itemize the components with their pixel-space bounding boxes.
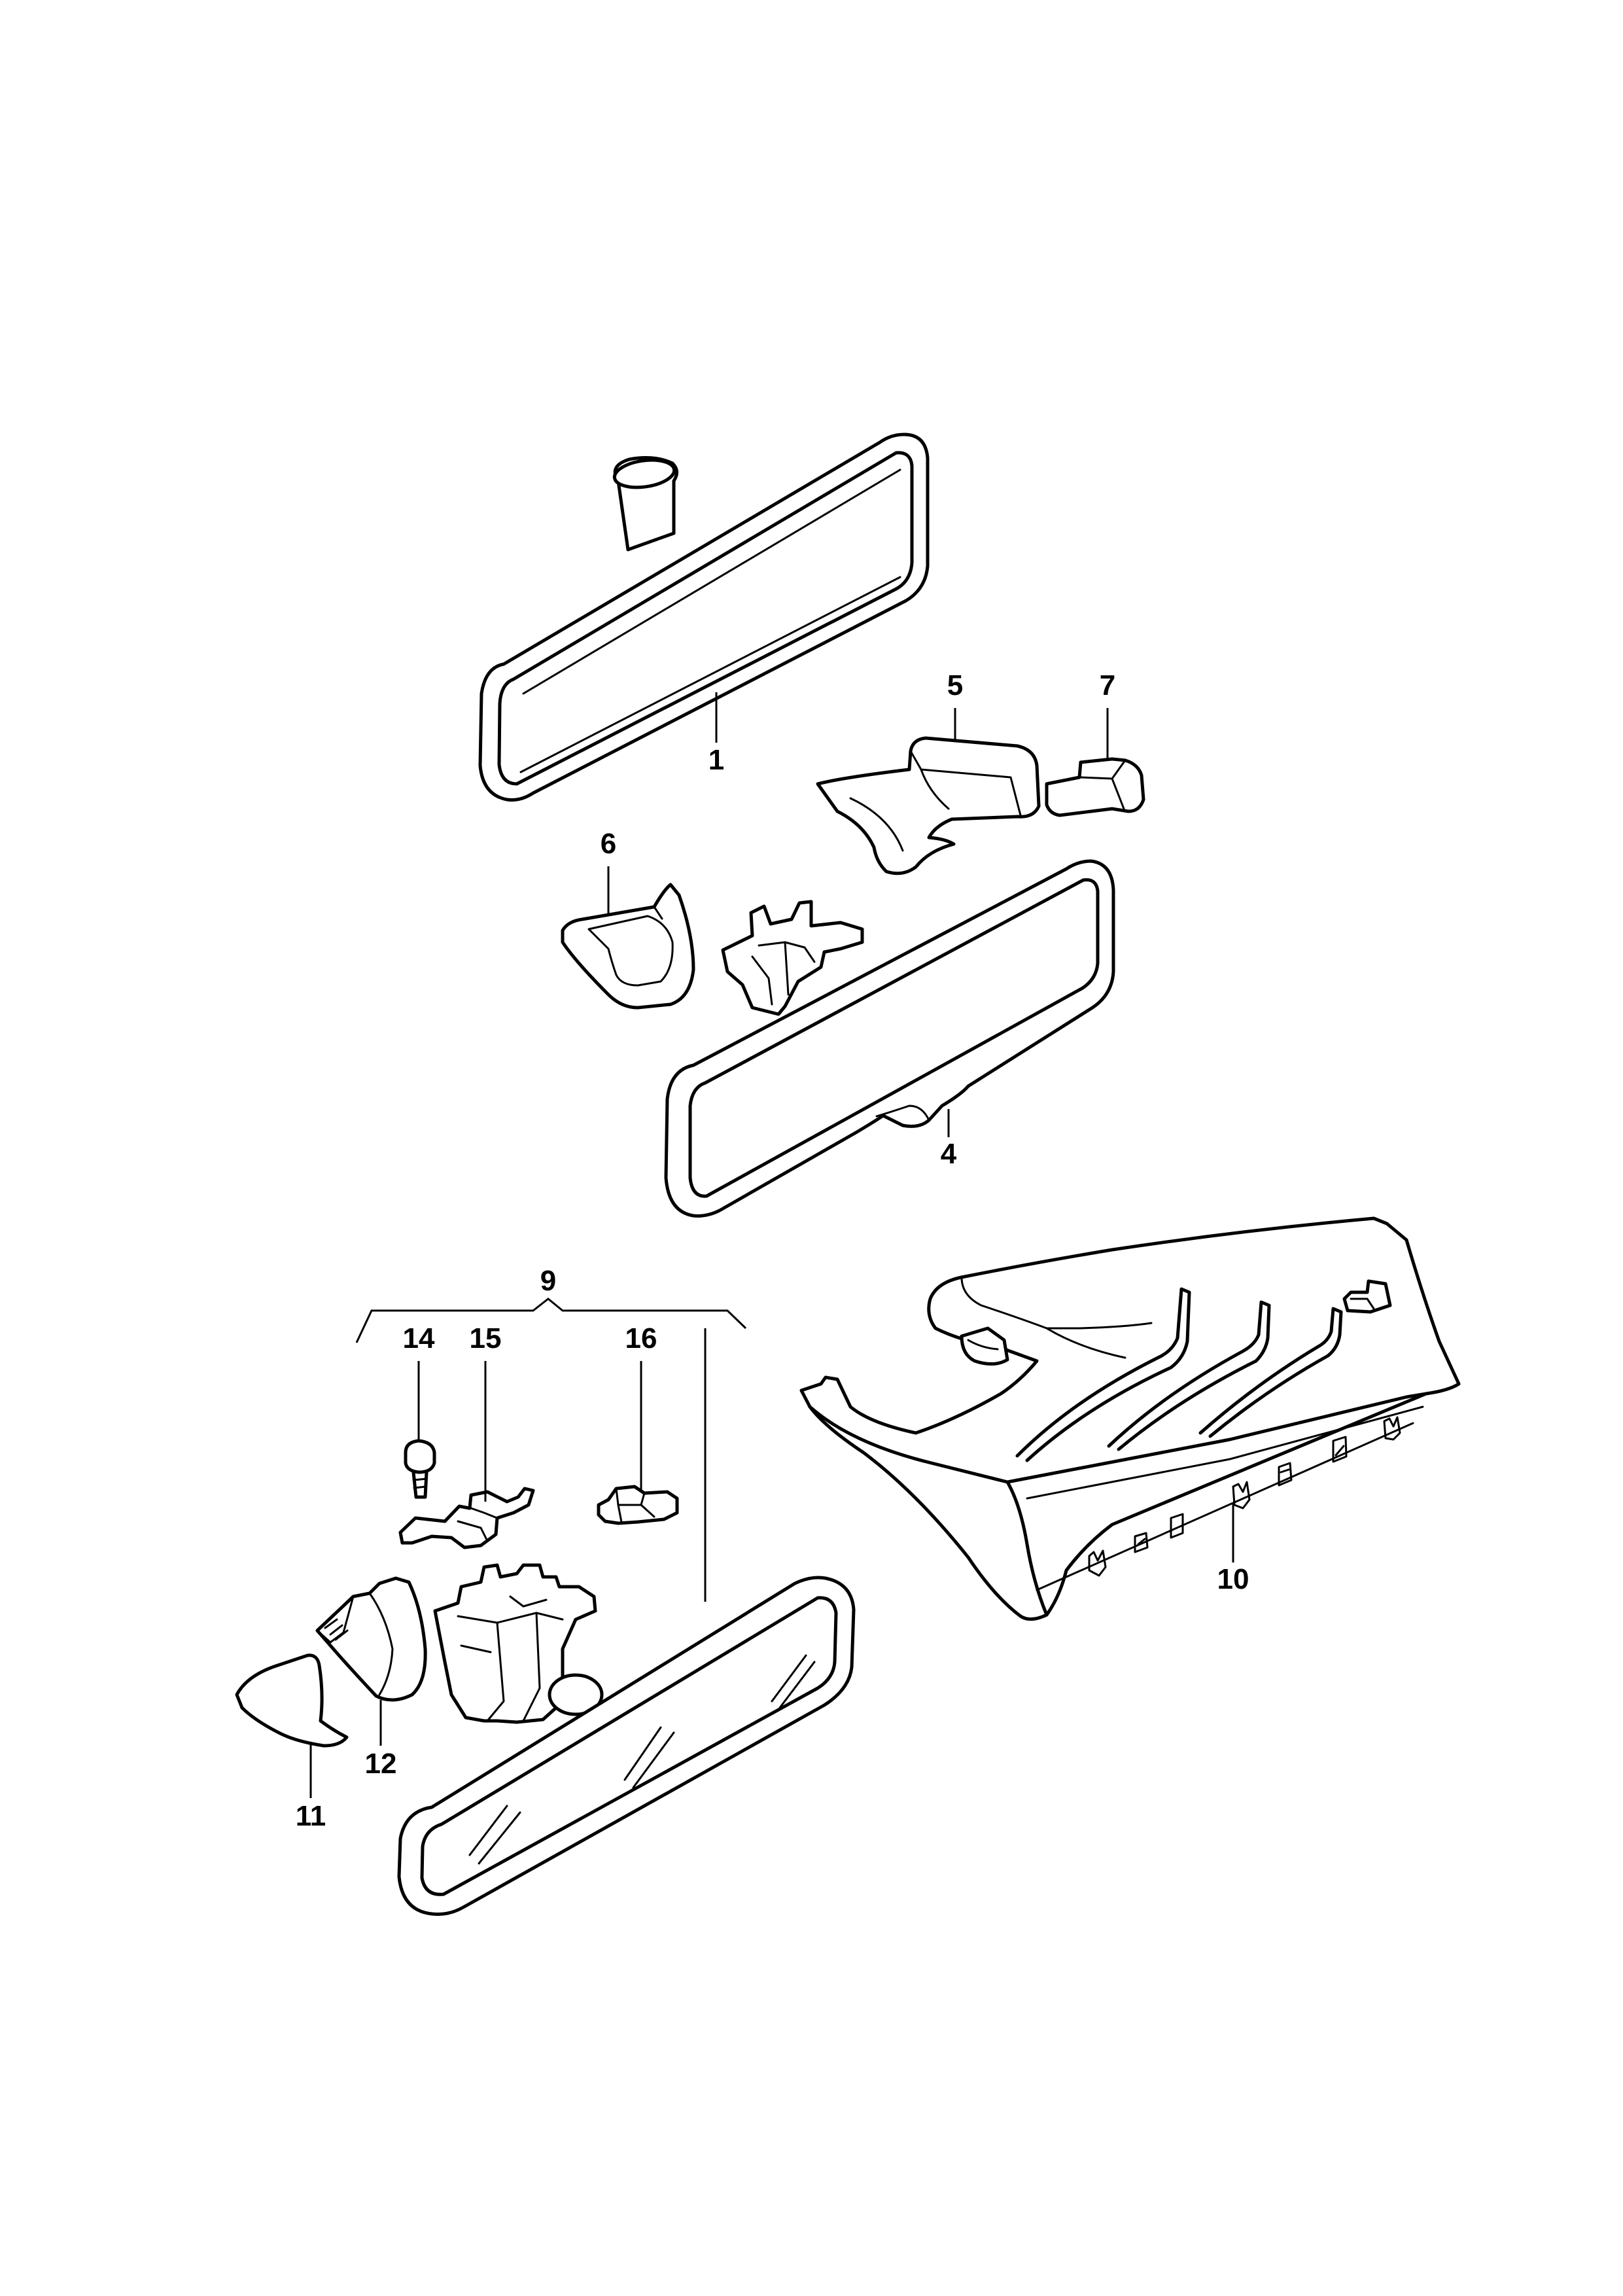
callout-1: 1 xyxy=(708,744,724,776)
part-12-cover xyxy=(315,1576,427,1702)
callout-10: 10 xyxy=(1217,1563,1249,1595)
callout-9: 9 xyxy=(540,1265,556,1297)
callout-11: 11 xyxy=(296,1800,326,1832)
callout-5: 5 xyxy=(947,669,963,701)
part-15-bracket xyxy=(398,1487,535,1549)
part-1-mirror xyxy=(478,433,930,802)
part-7-clip xyxy=(1045,757,1145,817)
part-9-mirror xyxy=(397,1563,856,1916)
part-14-screw xyxy=(404,1439,436,1499)
part-5-cover xyxy=(816,736,1041,875)
callout-7: 7 xyxy=(1100,669,1115,701)
group-9-bracket xyxy=(355,1298,747,1343)
callout-12: 12 xyxy=(365,1748,397,1780)
callout-4: 4 xyxy=(941,1138,957,1170)
leader-lines xyxy=(309,692,1234,1798)
part-11-cover xyxy=(235,1653,349,1748)
part-4-mirror xyxy=(664,859,1115,1218)
callout-labels: 1 5 7 6 4 9 14 15 16 10 12 11 xyxy=(296,669,1249,1832)
part-10-trim-panel xyxy=(799,1216,1461,1621)
callout-6: 6 xyxy=(601,828,616,860)
part-6-cover xyxy=(561,883,695,1010)
callout-14: 14 xyxy=(403,1322,435,1354)
callout-16: 16 xyxy=(625,1322,657,1354)
callout-15: 15 xyxy=(470,1322,502,1354)
part-16-connector xyxy=(597,1485,679,1525)
